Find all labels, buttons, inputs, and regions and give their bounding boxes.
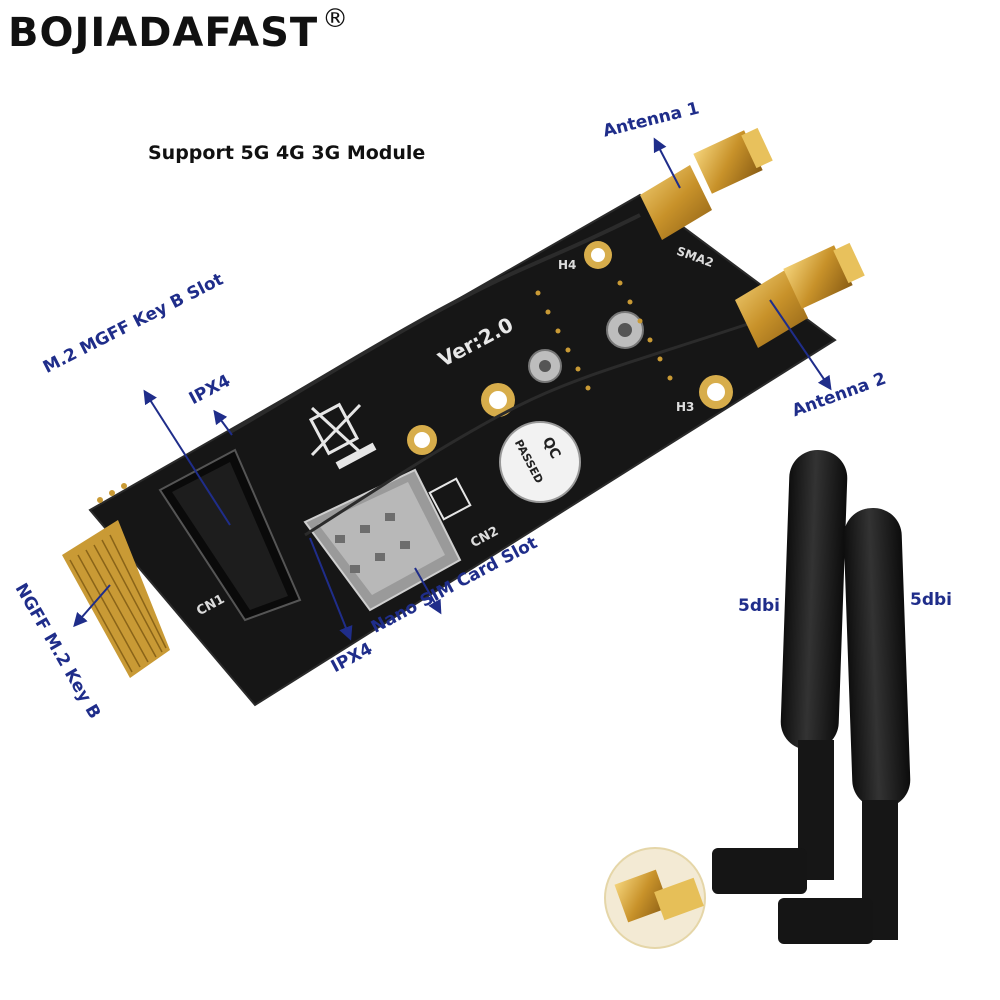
sma-connector-1 [640,127,773,240]
h3-label: H3 [676,400,695,414]
h4-label: H4 [558,258,577,272]
qc-sticker [499,421,581,503]
antenna-right [778,508,911,944]
brand-logo: BOJIADAFAST® [8,4,349,56]
m2-slot-connector [158,448,302,622]
registered-mark: ® [322,4,350,34]
headline: Support 5G 4G 3G Module [148,142,426,164]
gold-fingers [62,520,170,678]
sma-adapter-inset [604,847,706,949]
antenna-left [712,450,848,894]
brand-name: BOJIADAFAST [8,10,319,56]
callout-gain-right: 5dbi [910,590,952,610]
callout-gain-left: 5dbi [738,596,780,616]
pcb-board [62,193,837,707]
weee-mark [308,402,362,457]
